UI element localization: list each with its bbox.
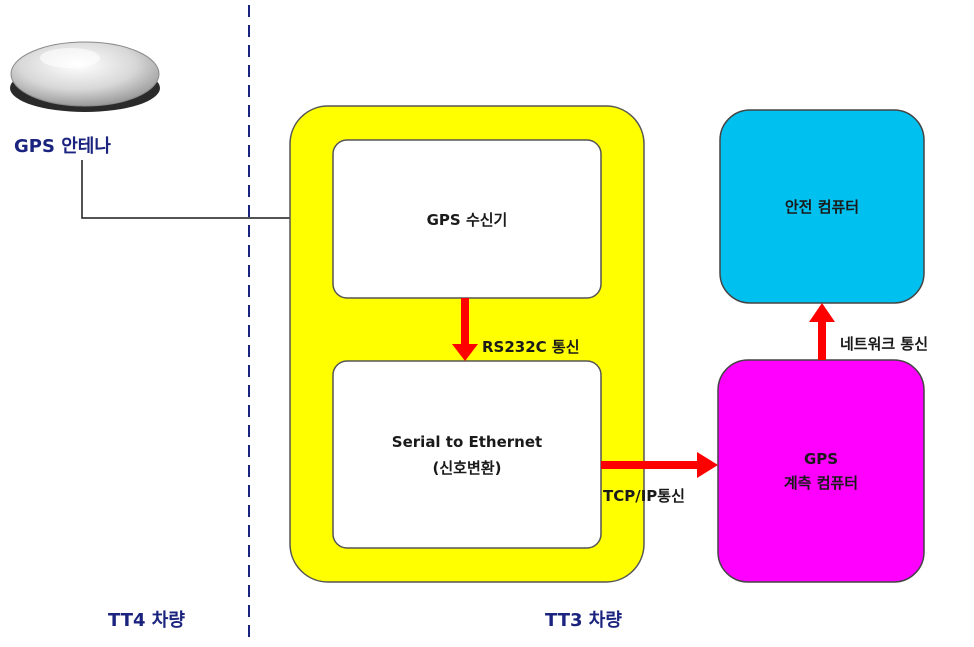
- rs232c-arrow: [452, 298, 478, 361]
- tcpip-label: TCP/IP통신: [603, 487, 685, 505]
- serial-to-ethernet-line1: Serial to Ethernet: [391, 432, 543, 451]
- tcpip-arrow: [601, 452, 718, 478]
- gps-measure-computer-line1: GPS: [803, 450, 839, 468]
- gps-antenna-icon: [10, 41, 160, 112]
- gps-measure-computer-line2: 계측 컴퓨터: [783, 474, 859, 492]
- rs232c-label: RS232C 통신: [482, 338, 580, 356]
- safety-computer-label: 안전 컴퓨터: [784, 198, 860, 216]
- network-arrow: [809, 303, 835, 360]
- tt3-vehicle-label: TT3 차량: [545, 610, 622, 631]
- gps-receiver-label: GPS 수신기: [426, 210, 508, 229]
- network-label: 네트워크 통신: [840, 335, 929, 353]
- serial-to-ethernet-line2: (신호변환): [432, 458, 502, 477]
- gps-antenna-label: GPS 안테나: [14, 136, 111, 157]
- gps-measure-computer-label: GPS 계측 컴퓨터: [718, 360, 924, 582]
- tt4-vehicle-label: TT4 차량: [108, 610, 185, 631]
- serial-to-ethernet-label: Serial to Ethernet (신호변환): [333, 361, 601, 548]
- serial-to-ethernet-box: [332, 360, 602, 549]
- antenna-cable-line: [81, 160, 334, 219]
